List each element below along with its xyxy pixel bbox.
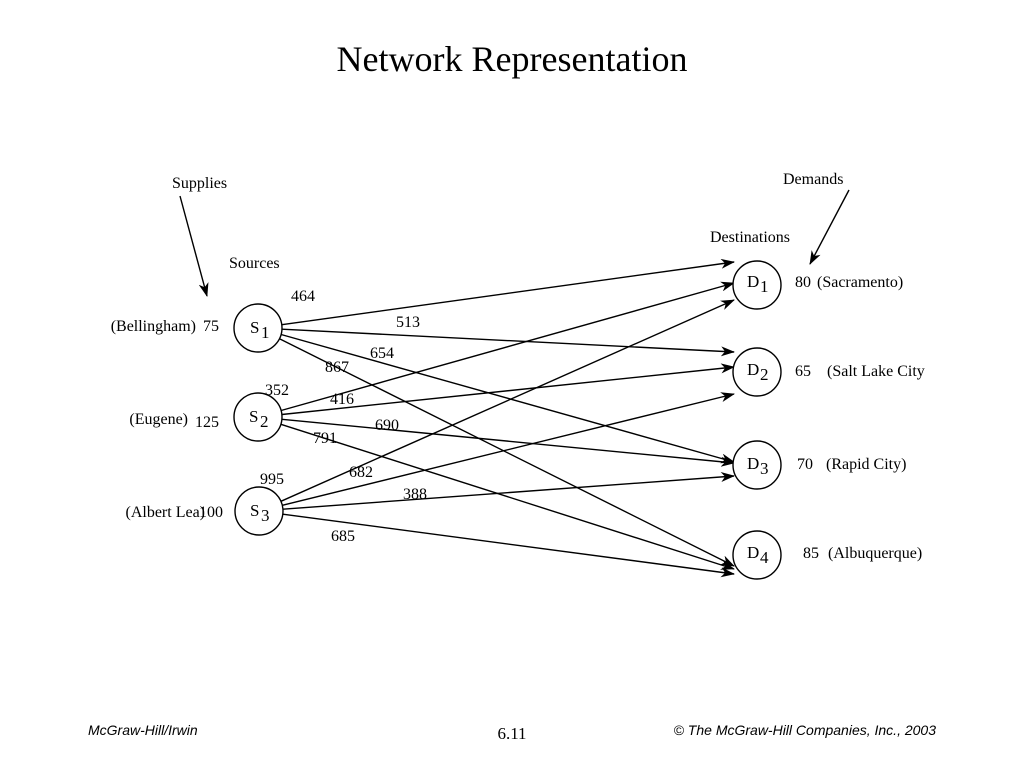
destination-node-d2: D 2 65 (Salt Lake City <box>732 347 925 397</box>
destination-letter: D <box>747 272 759 291</box>
destination-circle <box>732 347 782 397</box>
edge-cost-label: 867 <box>325 359 349 376</box>
source-supply: 75 <box>203 318 219 335</box>
destination-node-d4: D 4 85 (Albuquerque) <box>732 530 922 580</box>
source-city: (Albert Lea) <box>125 504 205 521</box>
supplies-pointer-arrow <box>179 195 209 297</box>
source-circle <box>233 392 283 442</box>
source-subscript: 1 <box>261 323 270 342</box>
edge-cost-label: 995 <box>260 471 284 488</box>
destination-subscript: 1 <box>760 277 769 296</box>
source-letter: S <box>249 407 258 426</box>
source-city: (Eugene) <box>129 411 188 428</box>
edge-arrow-s2-d4 <box>280 423 735 570</box>
sources-label: Sources <box>229 255 280 272</box>
edge-arrow-s3-d1 <box>280 299 735 502</box>
destination-city: (Salt Lake City <box>827 363 925 380</box>
destination-city: (Sacramento) <box>817 274 903 291</box>
destination-city: (Albuquerque) <box>828 545 922 562</box>
destination-subscript: 3 <box>760 459 769 478</box>
demands-label: Demands <box>783 171 843 188</box>
source-letter: S <box>250 501 259 520</box>
source-circle <box>233 303 283 353</box>
edge-arrow-s1-d4 <box>279 338 735 567</box>
edge-cost-label: 513 <box>396 314 420 331</box>
edge-cost-label: 690 <box>375 417 399 434</box>
edge-arrow-s3-d4 <box>282 513 735 578</box>
edge-cost-label: 416 <box>330 391 354 408</box>
destination-demand: 85 <box>803 545 819 562</box>
source-letter: S <box>250 318 259 337</box>
destination-letter: D <box>747 543 759 562</box>
slide-title: Network Representation <box>336 39 688 79</box>
edge-arrow-s2-d1 <box>280 281 735 412</box>
edge-cost-label: 685 <box>331 528 355 545</box>
demands-pointer-arrow <box>809 189 850 265</box>
source-circle <box>234 486 284 536</box>
edge-arrow-s1-d2 <box>281 328 735 357</box>
source-node-s1: S 1 (Bellingham) 75 <box>111 303 283 353</box>
edge-arrow-s2-d2 <box>281 363 735 416</box>
source-supply: 100 <box>199 504 223 521</box>
edge-cost-label: 352 <box>265 382 289 399</box>
destination-demand: 70 <box>797 456 813 473</box>
source-subscript: 3 <box>261 506 270 525</box>
edge-arrow-s1-d3 <box>280 333 735 464</box>
source-supply: 125 <box>195 414 219 431</box>
footer-copyright: © The McGraw-Hill Companies, Inc., 2003 <box>673 722 936 738</box>
supplies-label: Supplies <box>172 175 227 192</box>
destination-subscript: 2 <box>760 365 769 384</box>
edge-cost-label: 464 <box>291 288 315 305</box>
edge-cost-label: 388 <box>403 486 427 503</box>
edge-arrow-s1-d1 <box>281 258 735 326</box>
destination-circle <box>732 440 782 490</box>
edge-cost-label: 791 <box>313 430 337 447</box>
footer-publisher: McGraw-Hill/Irwin <box>88 722 198 738</box>
destination-letter: D <box>747 454 759 473</box>
destination-letter: D <box>747 360 759 379</box>
destination-subscript: 4 <box>760 548 769 567</box>
destination-city: (Rapid City) <box>826 456 906 473</box>
destination-node-d3: D 3 70 (Rapid City) <box>732 440 906 490</box>
source-city: (Bellingham) <box>111 318 196 335</box>
destination-demand: 65 <box>795 363 811 380</box>
destination-demand: 80 <box>795 274 811 291</box>
source-subscript: 2 <box>260 412 269 431</box>
source-node-s2: S 2 (Eugene) 125 <box>129 392 283 442</box>
edge-arrow-s2-d3 <box>281 418 735 467</box>
edges-layer <box>279 258 735 578</box>
edge-cost-label: 654 <box>370 345 394 362</box>
footer-page-number: 6.11 <box>497 724 527 743</box>
edge-arrow-s3-d2 <box>282 392 735 506</box>
edge-cost-label: 682 <box>349 464 373 481</box>
edge-arrow-s3-d3 <box>282 471 735 510</box>
destination-node-d1: D 1 80 (Sacramento) <box>732 260 903 310</box>
source-node-s3: S 3 (Albert Lea) 100 <box>125 486 284 536</box>
destination-circle <box>732 260 782 310</box>
destination-circle <box>732 530 782 580</box>
destinations-label: Destinations <box>710 229 790 246</box>
